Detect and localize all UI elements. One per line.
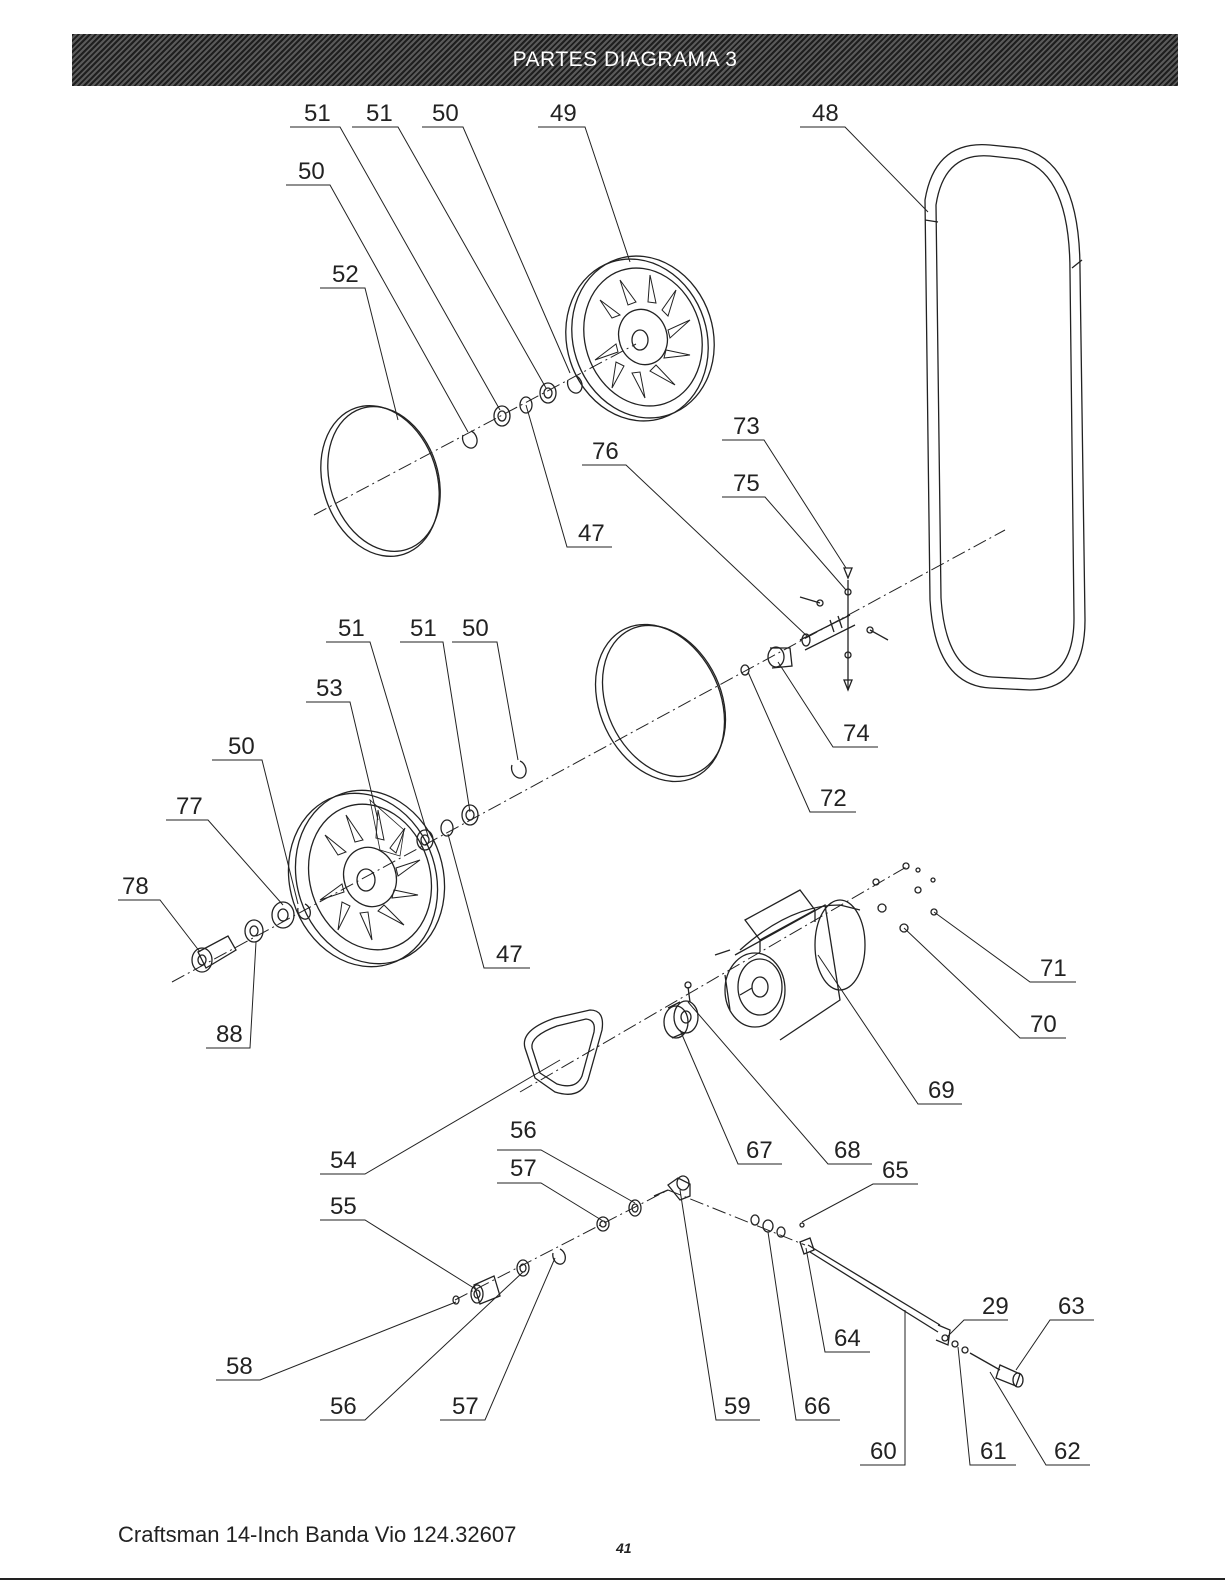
label-29: 29 (982, 1293, 1009, 1320)
label-63: 63 (1058, 1293, 1085, 1320)
label-52: 52 (332, 261, 359, 288)
label-50: 50 (228, 733, 255, 760)
label-67: 67 (746, 1137, 773, 1164)
lower-wheel-53 (266, 771, 466, 987)
label-51: 51 (304, 100, 331, 127)
label-57: 57 (452, 1393, 479, 1420)
blade-48 (925, 145, 1085, 690)
label-66: 66 (804, 1393, 831, 1420)
label-64: 64 (834, 1325, 861, 1352)
footer-model-text: Craftsman 14-Inch Banda Vio 124.32607 (118, 1522, 516, 1548)
label-75: 75 (733, 470, 760, 497)
label-77: 77 (176, 793, 203, 820)
pulley-67 (664, 982, 698, 1038)
label-55: 55 (330, 1193, 357, 1220)
label-48: 48 (812, 100, 839, 127)
label-50: 50 (432, 100, 459, 127)
label-50: 50 (462, 615, 489, 642)
label-56: 56 (510, 1117, 537, 1144)
label-60: 60 (870, 1438, 897, 1465)
bottom-divider (0, 1578, 1225, 1580)
belt-54 (524, 1010, 602, 1094)
label-59: 59 (724, 1393, 751, 1420)
label-61: 61 (980, 1438, 1007, 1465)
axle-parts (192, 902, 294, 972)
label-50: 50 (298, 158, 325, 185)
label-70: 70 (1030, 1011, 1057, 1038)
label-49: 49 (550, 100, 577, 127)
label-56: 56 (330, 1393, 357, 1420)
label-47: 47 (496, 941, 523, 968)
motor-fasteners (873, 863, 937, 932)
tire-72 (571, 603, 749, 802)
label-51: 51 (366, 100, 393, 127)
label-88: 88 (216, 1021, 243, 1048)
label-69: 69 (928, 1077, 955, 1104)
centerlines (172, 344, 1005, 1300)
label-51: 51 (410, 615, 437, 642)
label-71: 71 (1040, 955, 1067, 982)
label-57: 57 (510, 1155, 537, 1182)
label-47: 47 (578, 520, 605, 547)
axle-assembly (741, 568, 888, 690)
upper-wheel-49 (545, 237, 735, 439)
leader-lines (118, 127, 1094, 1465)
label-73: 73 (733, 413, 760, 440)
label-58: 58 (226, 1353, 253, 1380)
label-72: 72 (820, 785, 847, 812)
label-62: 62 (1054, 1438, 1081, 1465)
label-54: 54 (330, 1147, 357, 1174)
label-68: 68 (834, 1137, 861, 1164)
page-number: 41 (616, 1540, 632, 1556)
label-78: 78 (122, 873, 149, 900)
label-76: 76 (592, 438, 619, 465)
tire-52 (302, 390, 458, 572)
label-74: 74 (843, 720, 870, 747)
label-51: 51 (338, 615, 365, 642)
upper-bearing-set (463, 376, 583, 448)
label-65: 65 (882, 1157, 909, 1184)
label-53: 53 (316, 675, 343, 702)
